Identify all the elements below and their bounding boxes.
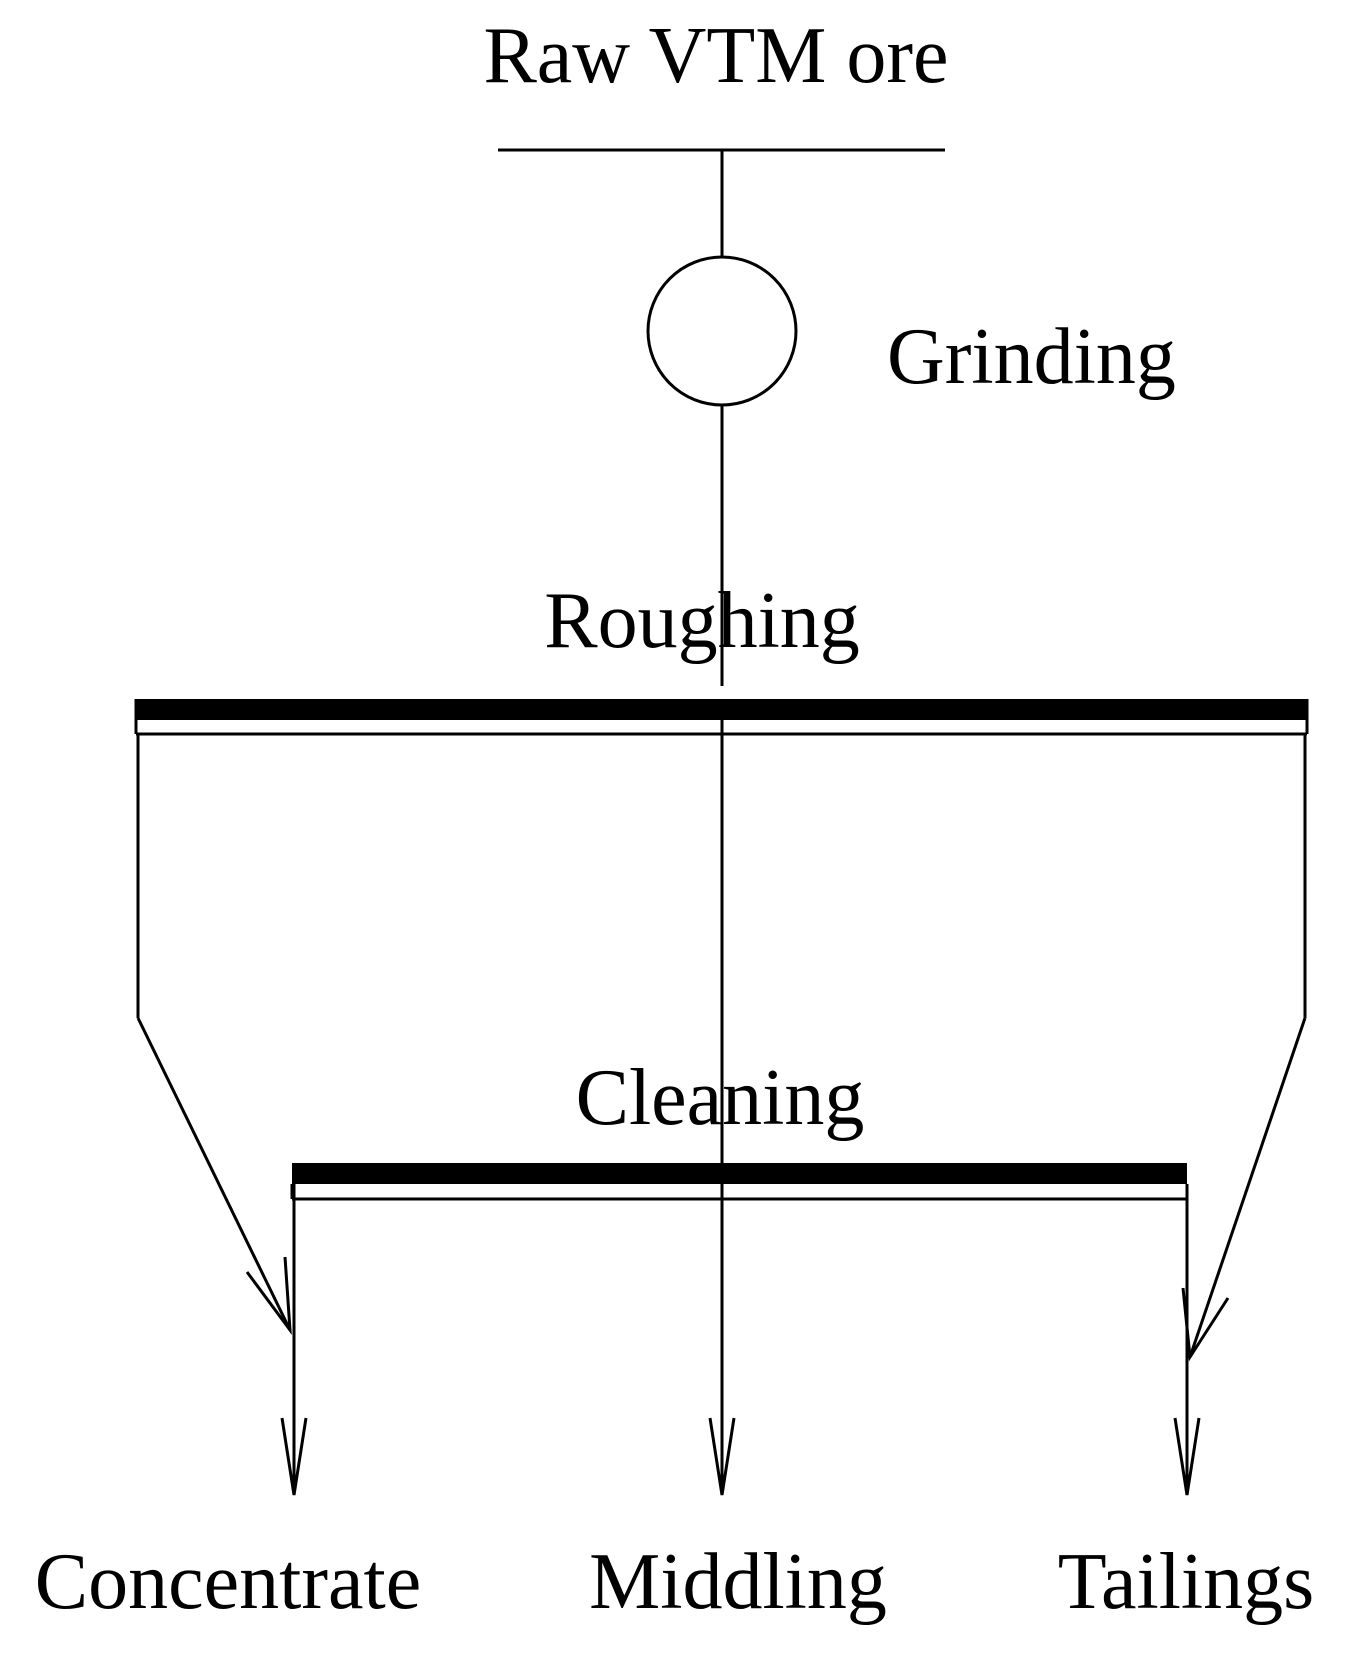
rougher-left-arrowhead — [245, 1256, 292, 1336]
rougher-left-diagonal — [136, 1017, 292, 1331]
rougher-right-diagonal — [1188, 1017, 1307, 1358]
cleaning-label: Cleaning — [576, 1054, 865, 1142]
middling-arrowhead — [708, 1417, 736, 1496]
grinding-label: Grinding — [887, 313, 1176, 401]
grinding-mill-symbol — [646, 255, 798, 407]
roughing-label: Roughing — [544, 577, 860, 665]
feed-label: Raw VTM ore — [483, 12, 948, 100]
rougher-right-arrowhead — [1181, 1287, 1230, 1362]
tailings-label: Tailings — [1058, 1538, 1315, 1626]
concentrate-label: Concentrate — [35, 1538, 421, 1626]
concentrate-arrowhead — [280, 1417, 308, 1496]
tailings-arrowhead — [1173, 1417, 1201, 1496]
roughing-separator-bar — [136, 699, 1307, 720]
cleaning-separator-bar — [292, 1163, 1187, 1184]
middling-label: Middling — [589, 1538, 887, 1626]
